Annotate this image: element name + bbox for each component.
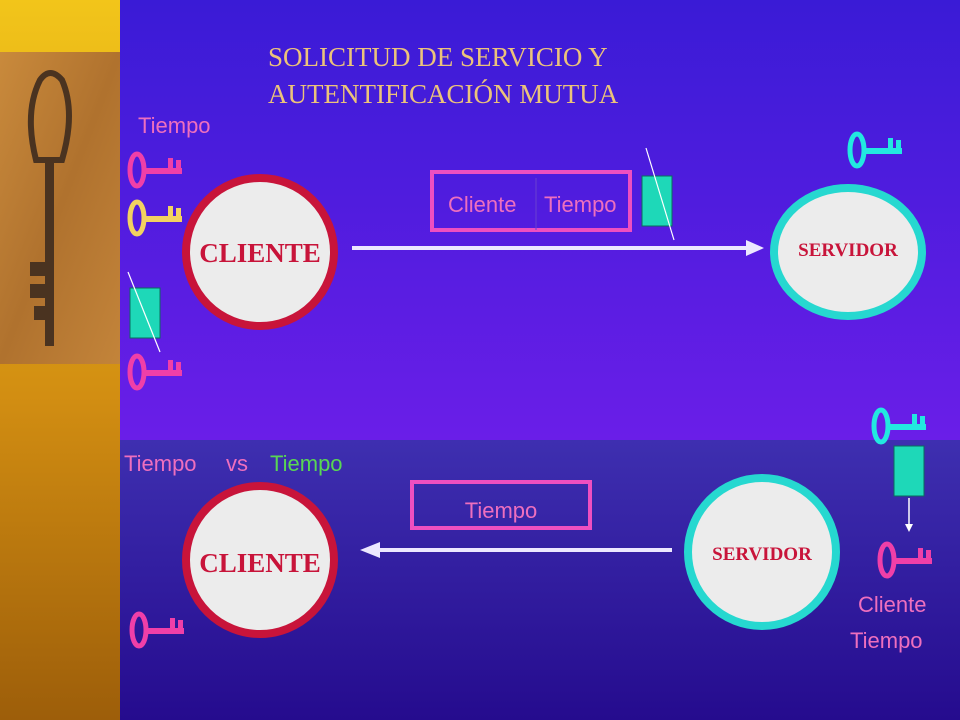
- top-server-label: SERVIDOR: [798, 240, 898, 261]
- pink-key-icon: [129, 611, 184, 649]
- request-message-tiempo: Tiempo: [544, 192, 617, 217]
- bottom-client-label: CLIENTE: [199, 548, 321, 578]
- yellow-key-icon: [127, 199, 182, 237]
- server-node: [770, 184, 926, 320]
- compare-left-tiempo: Tiempo: [124, 451, 197, 476]
- pink-key-icon: [877, 541, 932, 579]
- top-client-label: CLIENTE: [199, 238, 321, 268]
- pink-key-icon: [127, 151, 182, 189]
- ticket-icon: [641, 147, 675, 241]
- bottom-cliente-label: Cliente: [858, 592, 927, 617]
- bottom-server-label: SERVIDOR: [712, 544, 812, 565]
- slide-title-line2: AUTENTIFICACIÓN MUTUA: [268, 79, 619, 109]
- top-tiempo-label: Tiempo: [138, 113, 211, 138]
- response-message-tiempo: Tiempo: [464, 498, 538, 523]
- bottom-tiempo-label: Tiempo: [850, 628, 923, 653]
- server-node: [684, 474, 840, 630]
- old-key-photo: [0, 52, 120, 364]
- client-node: [182, 174, 338, 330]
- response-arrow: [360, 542, 672, 558]
- compare-right-tiempo: Tiempo: [270, 451, 343, 476]
- ticket-icon: [127, 271, 161, 353]
- client-node: [182, 482, 338, 638]
- request-arrow: [352, 240, 764, 256]
- pink-key-icon: [127, 353, 182, 391]
- slide-title-line1: SOLICITUD DE SERVICIO Y: [268, 42, 608, 72]
- cyan-key-icon: [847, 131, 902, 169]
- request-message-box: [430, 170, 632, 232]
- cyan-key-icon: [871, 407, 926, 445]
- request-message-cliente: Cliente: [448, 192, 517, 217]
- compare-vs: vs: [226, 451, 248, 476]
- ticket-icon: [893, 445, 925, 497]
- down-arrow-icon: [905, 498, 913, 532]
- response-message-box: [410, 480, 592, 530]
